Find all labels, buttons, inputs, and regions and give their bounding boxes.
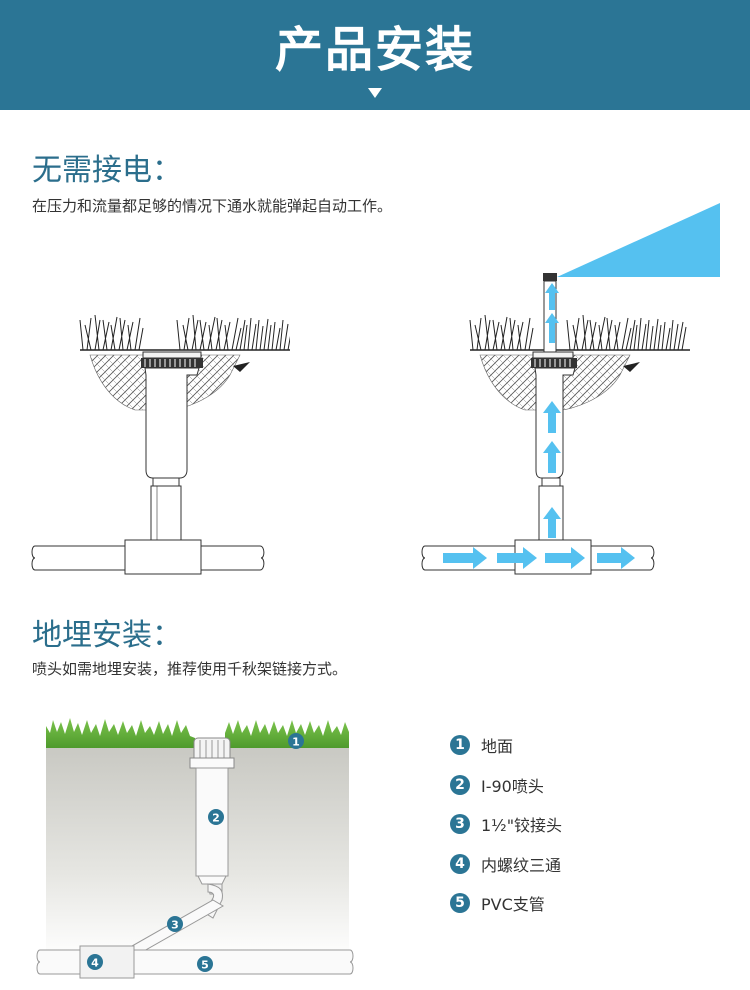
header-banner: 产品安装 bbox=[0, 0, 750, 110]
marker-2: 2 bbox=[208, 809, 224, 825]
marker-3: 3 bbox=[167, 916, 183, 932]
legend-item-4: 4 内螺纹三通 bbox=[450, 853, 562, 875]
buried-installation-illustration: 1 2 3 4 5 bbox=[36, 718, 354, 979]
legend-label: I-90喷头 bbox=[481, 776, 544, 796]
water-spray bbox=[557, 203, 720, 277]
parts-legend: 1 地面 2 I-90喷头 3 1½"铰接头 4 内螺纹三通 5 PVC支管 bbox=[450, 735, 562, 933]
svg-text:5: 5 bbox=[201, 959, 209, 972]
legend-label: 地面 bbox=[481, 737, 514, 756]
section-description-no-power: 在压力和流量都足够的情况下通水就能弹起自动工作。 bbox=[32, 197, 393, 215]
legend-badge: 3 bbox=[450, 814, 470, 834]
svg-text:3: 3 bbox=[171, 919, 179, 932]
legend-label: 内螺纹三通 bbox=[481, 855, 562, 875]
legend-badge: 1 bbox=[450, 735, 470, 755]
flow-arrow-up-4 bbox=[543, 441, 561, 473]
flow-arrow-up-3 bbox=[543, 401, 561, 433]
legend-item-5: 5 PVC支管 bbox=[450, 893, 562, 914]
marker-5: 5 bbox=[197, 956, 213, 972]
down-arrow-icon bbox=[368, 88, 382, 98]
flow-arrow-right-4 bbox=[597, 547, 635, 569]
flow-arrow-right-2 bbox=[497, 547, 537, 569]
flow-arrow-up-2 bbox=[545, 313, 559, 343]
legend-badge: 4 bbox=[450, 853, 470, 874]
flow-arrow-right-1 bbox=[443, 547, 487, 569]
section-description-buried: 喷头如需地埋安装，推荐使用千秋架链接方式。 bbox=[32, 660, 348, 678]
legend-badge: 2 bbox=[450, 774, 470, 795]
svg-text:2: 2 bbox=[212, 812, 220, 825]
section-title-no-power: 无需接电： bbox=[32, 153, 182, 188]
legend-item-1: 1 地面 bbox=[450, 735, 562, 756]
flow-arrow-up-1 bbox=[545, 283, 559, 310]
legend-badge: 5 bbox=[450, 893, 470, 913]
sprinkler-retracted-illustration bbox=[31, 314, 290, 575]
svg-text:1: 1 bbox=[292, 736, 300, 749]
marker-4: 4 bbox=[87, 954, 103, 970]
svg-text:4: 4 bbox=[91, 957, 99, 970]
legend-item-3: 3 1½"铰接头 bbox=[450, 814, 563, 835]
flow-arrow-right-3 bbox=[545, 547, 585, 569]
flow-arrow-up-5 bbox=[543, 507, 561, 538]
legend-label: PVC支管 bbox=[481, 895, 545, 914]
page-title: 产品安装 bbox=[274, 22, 475, 78]
section-title-buried: 地埋安装： bbox=[32, 618, 182, 653]
sprinkler-active-illustration bbox=[421, 203, 720, 575]
marker-1: 1 bbox=[288, 733, 304, 749]
legend-item-2: 2 I-90喷头 bbox=[450, 774, 562, 796]
legend-label: 1½"铰接头 bbox=[481, 816, 563, 835]
